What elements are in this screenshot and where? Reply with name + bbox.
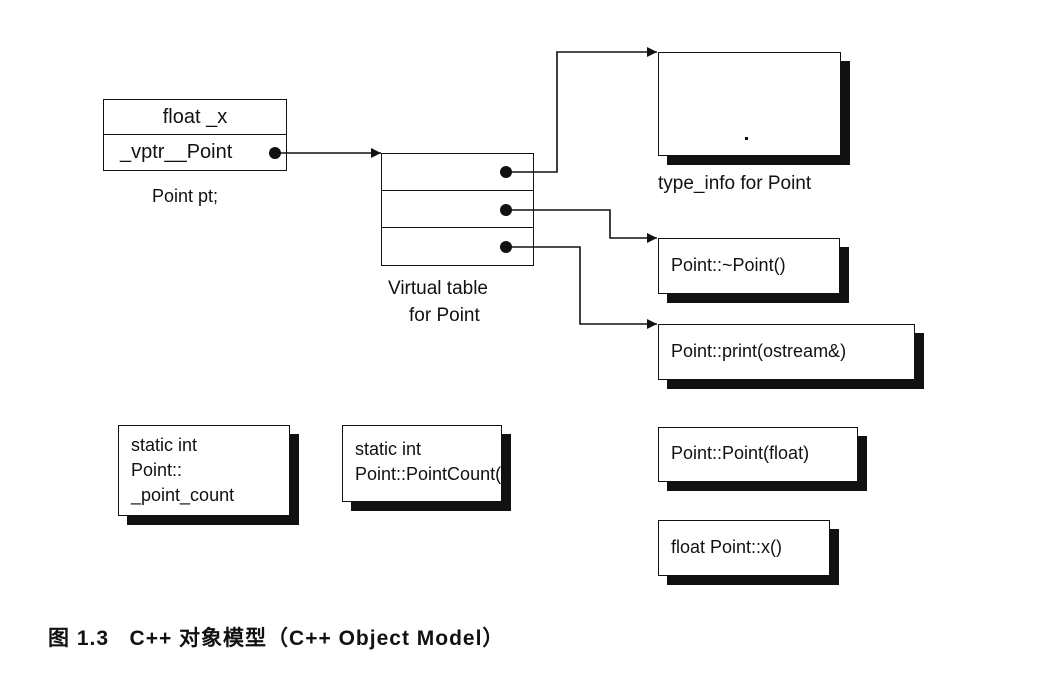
destructor-box: Point::~Point(): [658, 238, 840, 294]
type-info-dot: [745, 137, 748, 140]
vptr-pointer-dot: [269, 147, 281, 159]
static-data-member-box: static int Point:: _point_count: [118, 425, 290, 516]
float-x-label: float _x: [162, 106, 228, 128]
slot1-pointer-dot: [500, 166, 512, 178]
slot2-pointer-dot: [500, 204, 512, 216]
print-arrow: [506, 246, 657, 329]
destructor-arrow: [506, 209, 657, 243]
type-info-arrow: [506, 47, 657, 173]
object-field-float-x: float _x: [103, 99, 287, 136]
vtable-label-line2: for Point: [409, 305, 480, 326]
type-info-box: [658, 52, 841, 156]
object-field-vptr: _vptr__Point: [103, 134, 287, 171]
vptr-label: _vptr__Point: [120, 141, 233, 163]
figure-caption: 图 1.3 C++ 对象模型（C++ Object Model）: [48, 627, 505, 650]
accessor-box: float Point::x(): [658, 520, 830, 576]
slot3-pointer-dot: [500, 241, 512, 253]
constructor-box: Point::Point(float): [658, 427, 858, 482]
vtable-label-line1: Virtual table: [388, 278, 488, 299]
type-info-label: type_info for Point: [658, 173, 812, 194]
instance-label: Point pt;: [152, 186, 219, 206]
print-function-box: Point::print(ostream&): [658, 324, 915, 380]
static-member-function-box: static int Point::PointCount(): [342, 425, 507, 502]
